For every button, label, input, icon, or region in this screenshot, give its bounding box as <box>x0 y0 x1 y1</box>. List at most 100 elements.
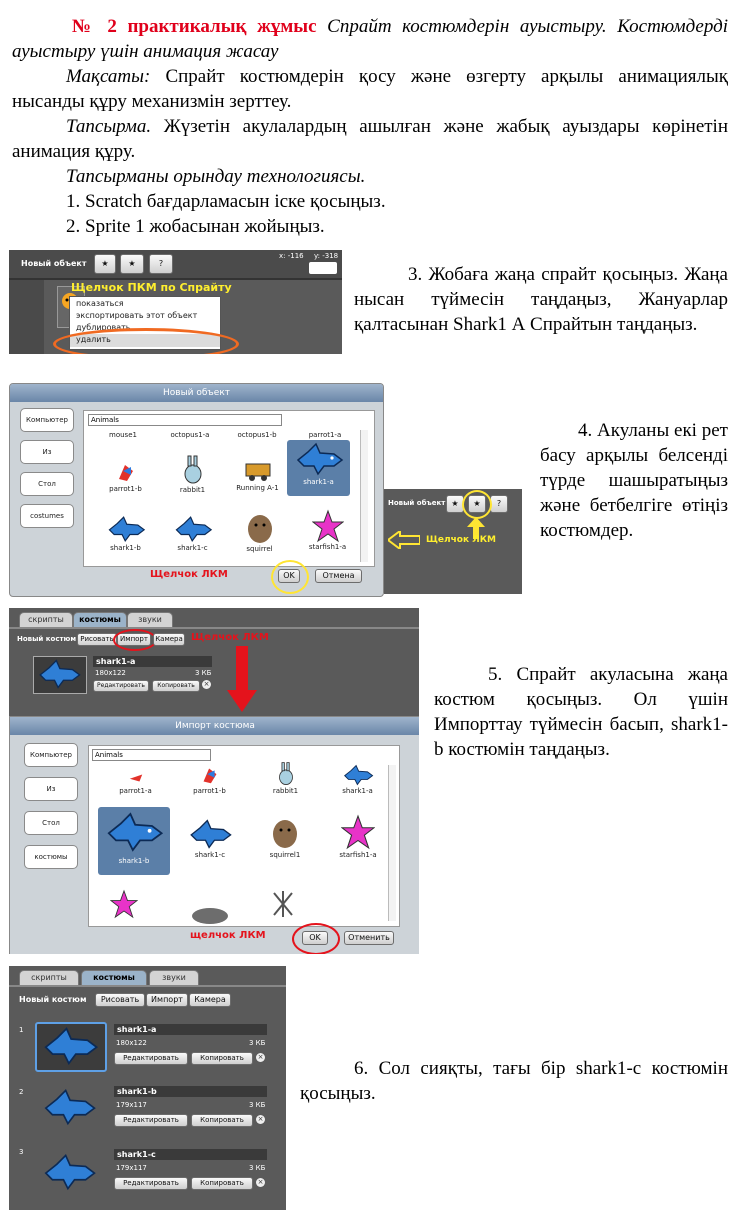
tile-label: squirrel1 <box>269 851 301 859</box>
folder-select[interactable]: Animals <box>88 414 282 426</box>
costume-thumb[interactable] <box>33 656 87 694</box>
tech-paragraph: Тапсырманы орындау технологиясы. <box>12 164 728 189</box>
tile-rabbit1[interactable]: rabbit1 <box>165 454 220 494</box>
side-from[interactable]: Из <box>24 777 78 801</box>
import-button[interactable]: Импорт <box>146 993 188 1007</box>
copy-button[interactable]: Копировать <box>191 1177 253 1190</box>
shark-icon <box>107 812 164 852</box>
tab-scripts[interactable]: скрипты <box>19 970 79 985</box>
tile-shark1-a[interactable]: shark1-a <box>330 763 385 795</box>
side-desktop[interactable]: Стол <box>20 472 74 496</box>
tab-sounds[interactable]: звуки <box>149 970 199 985</box>
side-computer[interactable]: Компьютер <box>24 743 78 767</box>
shark-icon <box>44 1088 96 1126</box>
tab-scripts[interactable]: скрипты <box>19 612 73 627</box>
tile-squirrel[interactable]: squirrel <box>232 509 287 553</box>
delete-costume-icon[interactable]: × <box>256 1053 265 1062</box>
tile-shark1-b[interactable]: shark1-b <box>98 807 170 875</box>
shark-icon <box>175 516 212 542</box>
menu-show[interactable]: показаться <box>76 299 124 308</box>
step-3: 3. Жобаға жаңа спрайт қосыңыз. Жаңа ныса… <box>354 262 728 337</box>
import-highlight-ring <box>113 629 157 651</box>
copy-button[interactable]: Копировать <box>152 680 200 692</box>
delete-costume-icon[interactable]: × <box>202 680 211 689</box>
tile-shark1-b[interactable]: shark1-b <box>98 514 153 552</box>
folder-select[interactable]: Animals <box>92 749 211 761</box>
tile-running[interactable]: Running A-1 <box>230 454 285 492</box>
costume-thumb[interactable] <box>37 1151 101 1193</box>
copy-button[interactable]: Копировать <box>191 1052 253 1065</box>
tile-label: parrot1-b <box>109 485 142 493</box>
step-6-text: 6. Сол сияқты, тағы бір shark1-c костюмі… <box>300 1058 728 1104</box>
tile-label: shark1-a <box>303 478 334 486</box>
tile-octopus1-a[interactable]: octopus1-a <box>170 431 210 439</box>
tile-mouse1[interactable]: mouse1 <box>109 431 137 439</box>
import-click-hint: Щелчок ЛКМ <box>191 632 269 643</box>
tile-label: shark1-a <box>342 787 373 795</box>
camera-button[interactable]: Камера <box>153 633 185 646</box>
costume-name[interactable]: shark1-a <box>114 1024 267 1035</box>
tile-parrot1-b[interactable]: parrot1-b <box>182 763 237 795</box>
copy-button[interactable]: Копировать <box>191 1114 253 1127</box>
side-desktop[interactable]: Стол <box>24 811 78 835</box>
tile-parrot1-a[interactable]: parrot1-a <box>308 431 342 439</box>
tile-starfish1-a[interactable]: starfish1-a <box>328 813 388 859</box>
edit-button[interactable]: Редактировать <box>114 1052 188 1065</box>
camera-button[interactable]: Камера <box>189 993 231 1007</box>
tile-label: rabbit1 <box>272 787 299 795</box>
tile-octopus1-b[interactable]: octopus1-b <box>237 431 277 439</box>
ok-highlight-ring <box>271 560 309 594</box>
step-5-text: 5. Спрайт акуласына жаңа костюм қосыңыз.… <box>434 664 728 760</box>
tile-starfish1-a[interactable]: starfish1-a <box>300 509 355 551</box>
paint-sprite-button[interactable]: ★ <box>94 254 116 274</box>
tile-shark1-c[interactable]: shark1-c <box>180 817 240 859</box>
step-1: 1. Scratch бағдарламасын іске қосыңыз. <box>12 189 728 214</box>
task-text: Жүзетін акулалардың ашылған және жабық а… <box>12 116 728 162</box>
scroll-track[interactable] <box>309 262 337 274</box>
costume-name[interactable]: shark1-a <box>93 656 212 667</box>
costume-thumb-selected[interactable] <box>35 1022 107 1072</box>
costume-dims: 180x122 <box>95 669 126 677</box>
costume-name[interactable]: shark1-c <box>114 1149 267 1160</box>
tile-parrot1-a[interactable]: parrot1-a <box>108 769 163 795</box>
side-computer[interactable]: Компьютер <box>20 408 74 432</box>
side-costumes[interactable]: костюмы <box>24 845 78 869</box>
tile-shark1-a[interactable]: shark1-a <box>287 440 350 496</box>
delete-costume-icon[interactable]: × <box>256 1178 265 1187</box>
edit-button[interactable]: Редактировать <box>114 1177 188 1190</box>
costume-thumb[interactable] <box>37 1086 101 1128</box>
random-sprite-button[interactable]: ? <box>490 495 508 513</box>
tab-costumes[interactable]: костюмы <box>73 612 127 627</box>
menu-duplicate[interactable]: дублировать <box>76 323 131 332</box>
cancel-button[interactable]: Отменить <box>344 931 394 945</box>
screenshot-costume-list: скрипты костюмы звуки Новый костюм Рисов… <box>9 966 286 1210</box>
side-costumes[interactable]: costumes <box>20 504 74 528</box>
tab-costumes[interactable]: костюмы <box>81 970 147 985</box>
random-sprite-button[interactable]: ? <box>149 254 173 274</box>
edit-button[interactable]: Редактировать <box>93 680 149 692</box>
paint-button[interactable]: Рисовать <box>95 993 145 1007</box>
costume-dims: 179x117 <box>116 1101 147 1109</box>
tile-shark1-c[interactable]: shark1-c <box>165 514 220 552</box>
tile-parrot1-b[interactable]: parrot1-b <box>98 459 153 493</box>
cancel-button[interactable]: Отмена <box>315 569 362 583</box>
tab-sounds[interactable]: звуки <box>127 612 173 627</box>
tile-squirrel1[interactable]: squirrel1 <box>255 813 315 859</box>
costume-dims: 180x122 <box>116 1039 147 1047</box>
choose-sprite-button[interactable]: ★ <box>120 254 144 274</box>
tile-rabbit1[interactable]: rabbit1 <box>258 761 313 795</box>
delete-costume-icon[interactable]: × <box>256 1115 265 1124</box>
side-from[interactable]: Из <box>20 440 74 464</box>
costume-name[interactable]: shark1-b <box>114 1086 267 1097</box>
menu-export[interactable]: экспортировать этот объект <box>76 311 198 320</box>
paint-button[interactable]: Рисовать <box>77 633 117 646</box>
starfish-icon <box>341 814 375 850</box>
heading: № 2 практикалық жұмыс Спрайт костюмдерін… <box>12 14 728 64</box>
browser-scrollbar[interactable] <box>360 430 368 562</box>
edit-button[interactable]: Редактировать <box>114 1114 188 1127</box>
browser-scrollbar[interactable] <box>388 765 396 921</box>
parrot-icon <box>129 774 142 782</box>
tile-label: parrot1-b <box>193 787 226 795</box>
tech-label: Тапсырманы орындау технологиясы. <box>66 166 366 187</box>
